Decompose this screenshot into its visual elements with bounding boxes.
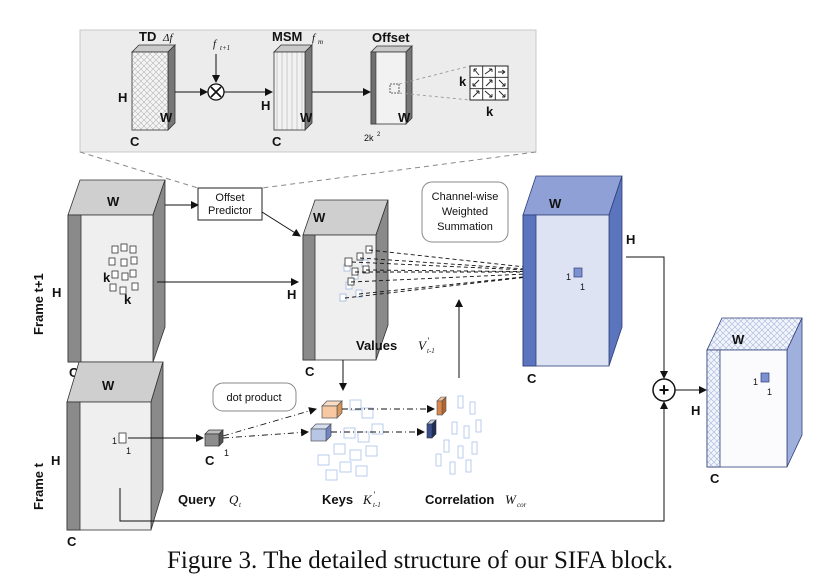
- output1-one-a: 1: [566, 272, 571, 282]
- channel-box-line3: Summation: [437, 221, 493, 233]
- msm-feature-block: [273, 44, 313, 131]
- frame-t-label: Frame t: [31, 462, 46, 510]
- offset-2k-sup: 2: [377, 132, 381, 138]
- values-sub: t-1: [427, 347, 435, 355]
- output1-one-b: 1: [580, 282, 585, 292]
- td-feature-block: [131, 44, 176, 131]
- frame-t1-k-left: k: [103, 270, 111, 285]
- values-c-label: C: [305, 364, 315, 379]
- frame-t-one-a: 1: [112, 436, 117, 446]
- dot-product-box: dot product: [212, 382, 297, 412]
- plus-symbol: +: [659, 380, 670, 400]
- keys-symbol: K: [362, 492, 373, 507]
- dot-product-label: dot product: [226, 392, 281, 404]
- msm-symbol: f: [312, 32, 317, 44]
- query-c-label: C: [205, 453, 215, 468]
- td-w-label: W: [160, 110, 173, 125]
- keys-ghost-cubes: [317, 399, 384, 481]
- correlation-sub: cor: [517, 501, 527, 509]
- frame-t-block: [66, 361, 164, 531]
- output1-block: [522, 175, 623, 367]
- values-label: Values: [356, 338, 397, 353]
- correlation-label: Correlation: [425, 492, 494, 507]
- td-c-label: C: [130, 134, 140, 149]
- keys-sup: ': [373, 490, 376, 500]
- output2-block: [706, 317, 803, 468]
- offset-w-label: W: [398, 110, 411, 125]
- msm-h-label: H: [261, 98, 270, 113]
- zoom-panel: TD Δf H C W f t+1 MSM f m H C W: [79, 29, 537, 189]
- query-label: Query: [178, 492, 216, 507]
- output2-c-label: C: [710, 471, 720, 486]
- query-one-label: 1: [224, 448, 229, 458]
- keys-label: Keys: [322, 492, 353, 507]
- values-sup: ': [427, 336, 430, 346]
- output1-c-label: C: [527, 371, 537, 386]
- offset-2k-label: 2k: [364, 133, 374, 143]
- values-symbol: V: [418, 338, 428, 353]
- query-cube: [204, 429, 224, 447]
- offset-predictor-box: Offset Predictor: [197, 187, 263, 221]
- output2-one-b: 1: [767, 387, 772, 397]
- values-ghost-points: [339, 259, 369, 302]
- values-sampling-points: [344, 245, 373, 286]
- frame-t1-sampling-points: [108, 243, 139, 295]
- td-symbol: Δf: [162, 32, 174, 44]
- frame-t1-label: Frame t+1: [31, 273, 46, 335]
- msm-label: MSM: [272, 29, 302, 44]
- correlation-ghost-slabs: [435, 395, 482, 475]
- values-w-label: W: [313, 210, 326, 225]
- frame-t1-w-label: W: [107, 194, 120, 209]
- output1-w-label: W: [549, 196, 562, 211]
- output1-h-label: H: [626, 232, 635, 247]
- offset-kernel-grid: [469, 65, 509, 101]
- output2-one-a: 1: [753, 377, 758, 387]
- query-symbol: Q: [229, 492, 239, 507]
- msm-c-label: C: [272, 134, 282, 149]
- offset-predictor-line1: Offset: [215, 192, 244, 204]
- multiply-operator-icon: [207, 83, 225, 101]
- f-t1-symbol: f: [213, 38, 218, 50]
- frame-t-w-label: W: [102, 378, 115, 393]
- frame-t1-c-label: C: [69, 365, 79, 380]
- channel-box-line2: Weighted: [442, 206, 488, 218]
- frame-t-c-label: C: [67, 534, 77, 549]
- offset-predictor-line2: Predictor: [208, 205, 252, 217]
- figure-caption: Figure 3. The detailed structure of our …: [167, 547, 673, 574]
- correlation-cluster: [426, 395, 482, 475]
- grid-k-left: k: [459, 74, 467, 89]
- values-h-label: H: [287, 287, 296, 302]
- query-sub: t: [239, 501, 242, 509]
- msm-w-label: W: [300, 110, 313, 125]
- frame-t-h-label: H: [51, 453, 60, 468]
- values-block: [302, 199, 389, 361]
- f-t1-sub: t+1: [220, 44, 230, 52]
- correlation-symbol: W: [505, 492, 517, 507]
- frame-t1-block: [67, 179, 166, 363]
- keys-cluster: [310, 399, 384, 481]
- channel-box-line1: Channel-wise: [432, 191, 499, 203]
- frame-t1-k-bottom: k: [124, 292, 132, 307]
- grid-k-bottom: k: [486, 104, 494, 119]
- offset-feature-block: [370, 45, 413, 125]
- td-h-label: H: [118, 90, 127, 105]
- frame-t-one-b: 1: [126, 446, 131, 456]
- frame-t1-h-label: H: [52, 285, 61, 300]
- plus-operator-icon: +: [652, 378, 676, 402]
- channel-weighted-summation-box: Channel-wise Weighted Summation: [421, 181, 509, 243]
- offset-label: Offset: [372, 30, 410, 45]
- output2-h-label: H: [691, 403, 700, 418]
- td-label: TD: [139, 29, 156, 44]
- msm-sub: m: [318, 38, 323, 46]
- keys-sub: t-1: [373, 501, 381, 509]
- output2-w-label: W: [732, 332, 745, 347]
